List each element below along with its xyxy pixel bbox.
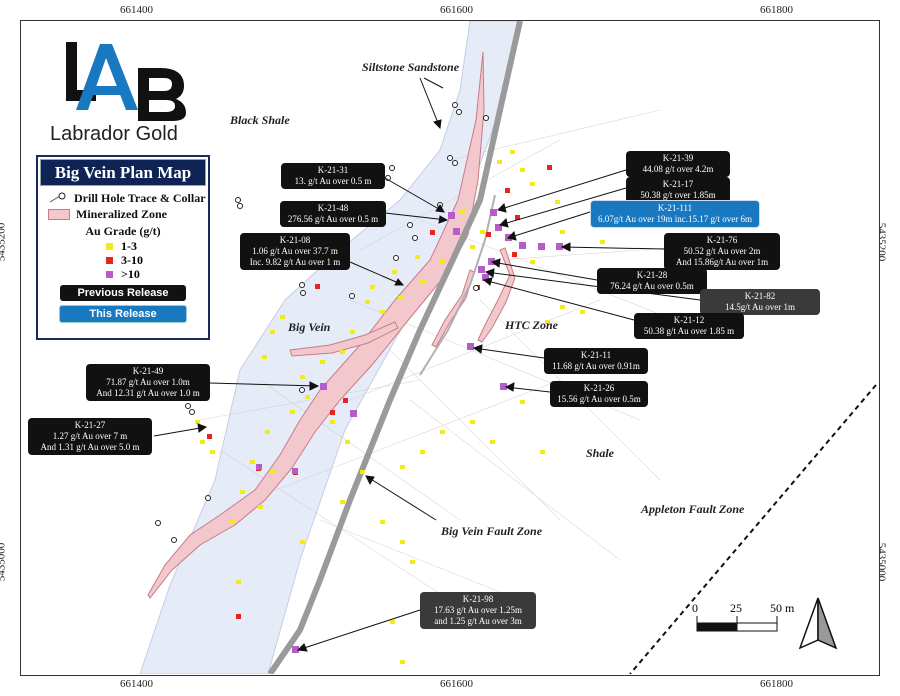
callout-result: 276.56 g/t Au over 0.5 m bbox=[287, 214, 379, 224]
legend-zone-label: Mineralized Zone bbox=[76, 206, 167, 221]
callout-result: 50.38 g/t Au over 1.85 m bbox=[643, 326, 735, 336]
callout-k-21-27: K-21-27 1.27 g/t Au over 7 m And 1.31 g/… bbox=[28, 418, 152, 455]
callout-hole: K-21-27 bbox=[74, 420, 106, 430]
x-tick-661400-top: 661400 bbox=[120, 4, 153, 16]
label-big-vein-fault-zone: Big Vein Fault Zone bbox=[441, 524, 543, 538]
callout-result-2: And 1.31 g/t Au over 5.0 m bbox=[40, 442, 140, 452]
x-tick-661800-top: 661800 bbox=[760, 4, 793, 16]
legend-grade-2: 3-10 bbox=[106, 253, 208, 267]
legend-grade-1: 1-3 bbox=[106, 239, 208, 253]
callout-result: 71.87 g/t Au over 1.0m bbox=[106, 377, 190, 387]
callout-result: 76.24 g/t Au over 0.5m bbox=[610, 281, 694, 291]
callout-k-21-28: K-21-28 76.24 g/t Au over 0.5m bbox=[597, 268, 707, 294]
callout-k-21-111: K-21-111 6.07g/t Au over 19m inc.15.17 g… bbox=[590, 200, 760, 228]
callout-result: 1.06 g/t Au over 37.7 m bbox=[252, 246, 338, 256]
callout-result: 6.07g/t Au over 19m inc.15.17 g/t over 6… bbox=[598, 214, 752, 224]
mineralized-zone-spur bbox=[289, 321, 399, 357]
callout-k-21-08: K-21-08 1.06 g/t Au over 37.7 m Inc. 9.8… bbox=[240, 233, 350, 270]
grade-3-swatch bbox=[106, 270, 113, 278]
callout-hole: K-21-28 bbox=[636, 270, 668, 280]
callout-result: 11.68 g/t Au over 0.91m bbox=[552, 361, 640, 371]
callout-k-21-76: K-21-76 50.52 g/t Au over 2m And 15.86g/… bbox=[664, 233, 780, 270]
company-name: Labrador Gold bbox=[50, 123, 178, 145]
grade-2-swatch bbox=[106, 256, 113, 264]
x-tick-661600-bottom: 661600 bbox=[440, 678, 473, 690]
mineralized-zone-big-vein bbox=[147, 51, 485, 599]
callout-result: 15.56 g/t Au over 0.5m bbox=[557, 394, 641, 404]
x-tick-661600-top: 661600 bbox=[440, 4, 473, 16]
callout-hole: K-21-111 bbox=[657, 203, 693, 213]
callout-result: 44.08 g/t over 4.2m bbox=[642, 164, 714, 174]
legend-grade-title: Au Grade (g/t) bbox=[85, 224, 161, 238]
x-tick-661400-bottom: 661400 bbox=[120, 678, 153, 690]
callout-result: 14.5g/t Au over 1m bbox=[725, 302, 795, 312]
scale-bar bbox=[696, 616, 778, 632]
callout-result-2: and 1.25 g/t Au over 3m bbox=[434, 616, 522, 626]
grade-1-swatch bbox=[106, 242, 113, 250]
callout-k-21-17: K-21-17 50.38 g/t over 1.85m bbox=[626, 177, 730, 203]
callout-result-2: And 12.31 g/t Au over 1.0 m bbox=[96, 388, 200, 398]
grade-1-label: 1-3 bbox=[121, 238, 137, 253]
callout-result-2: And 15.86g/t Au over 1m bbox=[675, 257, 769, 267]
grade-3-label: >10 bbox=[121, 266, 140, 281]
north-arrow-icon bbox=[798, 597, 838, 650]
x-tick-661800-bottom: 661800 bbox=[760, 678, 793, 690]
appleton-fault-zone bbox=[629, 384, 877, 674]
callout-k-21-11: K-21-11 11.68 g/t Au over 0.91m bbox=[544, 348, 648, 374]
callout-k-21-48: K-21-48 276.56 g/t Au over 0.5 m bbox=[280, 201, 386, 227]
callout-hole: K-21-39 bbox=[662, 153, 694, 163]
callout-hole: K-21-48 bbox=[317, 203, 349, 213]
callout-hole: K-21-17 bbox=[662, 179, 694, 189]
callout-hole: K-21-08 bbox=[279, 235, 311, 245]
grade-2-label: 3-10 bbox=[121, 252, 143, 267]
big-vein-fault-zone bbox=[267, 21, 523, 674]
scale-label-25: 25 bbox=[730, 601, 742, 615]
callout-hole: K-21-12 bbox=[673, 315, 705, 325]
mineralized-zone-swatch bbox=[48, 208, 70, 220]
scale-label-50: 50 m bbox=[770, 601, 795, 615]
callout-hole: K-21-49 bbox=[132, 366, 164, 376]
callout-k-21-26: K-21-26 15.56 g/t Au over 0.5m bbox=[550, 381, 648, 407]
callout-k-21-82: K-21-82 14.5g/t Au over 1m bbox=[700, 289, 820, 315]
callout-result: 13. g/t Au over 0.5 m bbox=[294, 176, 372, 186]
legend-drill-row: Drill Hole Trace & Collar bbox=[48, 190, 208, 206]
callout-hole: K-21-76 bbox=[706, 235, 738, 245]
label-big-vein: Big Vein bbox=[288, 320, 331, 334]
lab-logo-icon bbox=[66, 42, 186, 121]
legend-zone-row: Mineralized Zone bbox=[48, 206, 208, 222]
label-black-shale: Black Shale bbox=[230, 113, 290, 127]
callout-k-21-49: K-21-49 71.87 g/t Au over 1.0m And 12.31… bbox=[86, 364, 210, 401]
callout-k-21-12: K-21-12 50.38 g/t Au over 1.85 m bbox=[634, 313, 744, 339]
label-appleton-fault-zone: Appleton Fault Zone bbox=[641, 502, 745, 516]
legend-grade-3: >10 bbox=[106, 267, 208, 281]
callout-hole: K-21-26 bbox=[583, 383, 615, 393]
legend-title: Big Vein Plan Map bbox=[40, 159, 206, 186]
callout-result: 50.38 g/t over 1.85m bbox=[640, 190, 716, 200]
scale-label-0: 0 bbox=[692, 601, 698, 615]
callout-result: 50.52 g/t Au over 2m bbox=[683, 246, 761, 256]
label-siltstone-sandstone: Siltstone Sandstone bbox=[362, 60, 460, 74]
callout-result: 1.27 g/t Au over 7 m bbox=[52, 431, 128, 441]
callout-k-21-31: K-21-31 13. g/t Au over 0.5 m bbox=[281, 163, 385, 189]
legend-previous-release: Previous Release bbox=[60, 285, 186, 301]
drill-collar-icon bbox=[49, 192, 66, 203]
label-shale: Shale bbox=[586, 446, 615, 460]
callout-k-21-98: K-21-98 17.63 g/t Au over 1.25m and 1.25… bbox=[420, 592, 536, 629]
callout-hole: K-21-98 bbox=[462, 594, 494, 604]
map-legend: Big Vein Plan Map Drill Hole Trace & Col… bbox=[36, 155, 210, 340]
legend-drill-label: Drill Hole Trace & Collar bbox=[74, 190, 206, 205]
callout-result: 17.63 g/t Au over 1.25m bbox=[434, 605, 522, 615]
callout-k-21-39: K-21-39 44.08 g/t over 4.2m bbox=[626, 151, 730, 177]
callout-result-2: Inc. 9.82 g/t Au over 1 m bbox=[249, 257, 341, 267]
legend-this-release: This Release bbox=[59, 305, 187, 323]
label-htc-zone: HTC Zone bbox=[505, 318, 558, 332]
htc-fault bbox=[419, 194, 496, 376]
callout-hole: K-21-11 bbox=[580, 350, 612, 360]
callout-hole: K-21-31 bbox=[317, 165, 349, 175]
mineralized-zone-htc bbox=[477, 247, 516, 343]
callout-hole: K-21-82 bbox=[744, 291, 776, 301]
